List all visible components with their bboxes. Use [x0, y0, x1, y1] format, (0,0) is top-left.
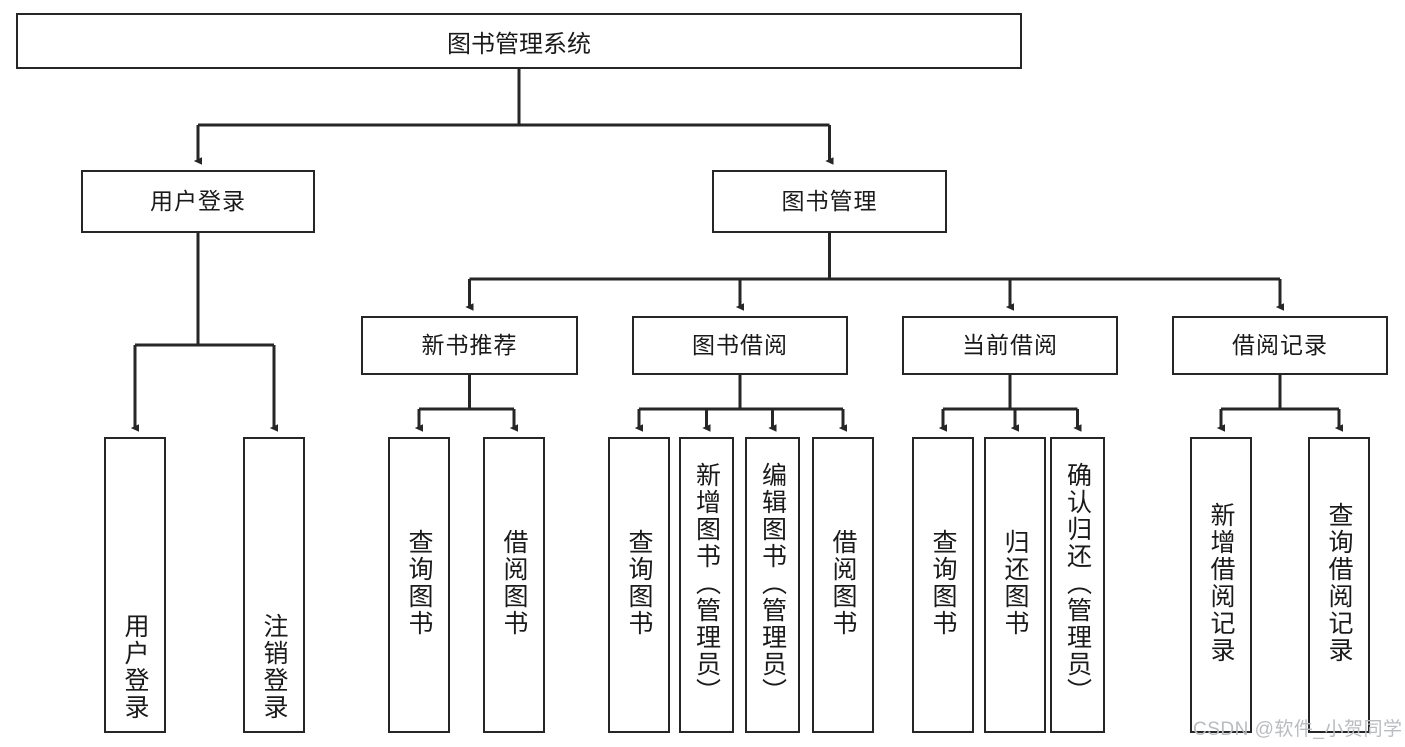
node-new-book-recommend[interactable]: 新书推荐: [361, 316, 578, 375]
node-book-borrow-label: 图书借阅: [692, 331, 788, 358]
csdn-watermark: CSDN @软件_小贺同学: [1193, 719, 1403, 740]
leaf-add-record[interactable]: 新增借阅记录: [1190, 437, 1252, 733]
leaf-logout[interactable]: 注销登录: [243, 437, 305, 733]
node-root-label: 图书管理系统: [447, 30, 591, 58]
node-user-login-label: 用户登录: [150, 187, 246, 214]
leaf-add-record-label: 新增借阅记录: [1207, 502, 1235, 664]
node-book-borrow[interactable]: 图书借阅: [632, 316, 848, 375]
node-book-manage-label: 图书管理: [781, 187, 878, 214]
node-current-borrow[interactable]: 当前借阅: [902, 316, 1118, 375]
node-user-login[interactable]: 用户登录: [81, 170, 315, 233]
leaf-edit-book-label: 编辑图书（管理员）: [758, 461, 787, 705]
leaf-confirm-return[interactable]: 确认归还（管理员）: [1050, 437, 1105, 733]
leaf-query-book-2-label: 查询图书: [625, 529, 653, 637]
node-book-manage[interactable]: 图书管理: [712, 170, 947, 233]
leaf-query-book-3[interactable]: 查询图书: [912, 437, 974, 733]
node-root[interactable]: 图书管理系统: [16, 13, 1022, 69]
leaf-borrow-book-1-label: 借阅图书: [500, 529, 528, 637]
leaf-query-book-1[interactable]: 查询图书: [388, 437, 450, 733]
leaf-add-book[interactable]: 新增图书（管理员）: [679, 437, 734, 733]
leaf-query-record-label: 查询借阅记录: [1325, 502, 1353, 664]
node-borrow-record[interactable]: 借阅记录: [1172, 316, 1388, 375]
leaf-add-book-label: 新增图书（管理员）: [692, 461, 721, 705]
leaf-query-book-3-label: 查询图书: [929, 529, 957, 637]
leaf-edit-book[interactable]: 编辑图书（管理员）: [745, 437, 800, 733]
node-borrow-record-label: 借阅记录: [1232, 331, 1328, 358]
node-current-borrow-label: 当前借阅: [962, 331, 1058, 358]
leaf-query-book-1-label: 查询图书: [405, 529, 433, 637]
leaf-user-login[interactable]: 用户登录: [104, 437, 166, 733]
leaf-logout-label: 注销登录: [260, 613, 288, 721]
node-new-book-recommend-label: 新书推荐: [421, 331, 518, 358]
leaf-borrow-book-1[interactable]: 借阅图书: [483, 437, 545, 733]
leaf-query-record[interactable]: 查询借阅记录: [1308, 437, 1370, 733]
leaf-user-login-label: 用户登录: [121, 613, 149, 721]
leaf-return-book[interactable]: 归还图书: [984, 437, 1046, 733]
leaf-confirm-return-label: 确认归还（管理员）: [1063, 461, 1092, 705]
leaf-borrow-book-2[interactable]: 借阅图书: [812, 437, 874, 733]
leaf-borrow-book-2-label: 借阅图书: [829, 529, 857, 637]
leaf-query-book-2[interactable]: 查询图书: [608, 437, 670, 733]
leaf-return-book-label: 归还图书: [1001, 529, 1029, 637]
